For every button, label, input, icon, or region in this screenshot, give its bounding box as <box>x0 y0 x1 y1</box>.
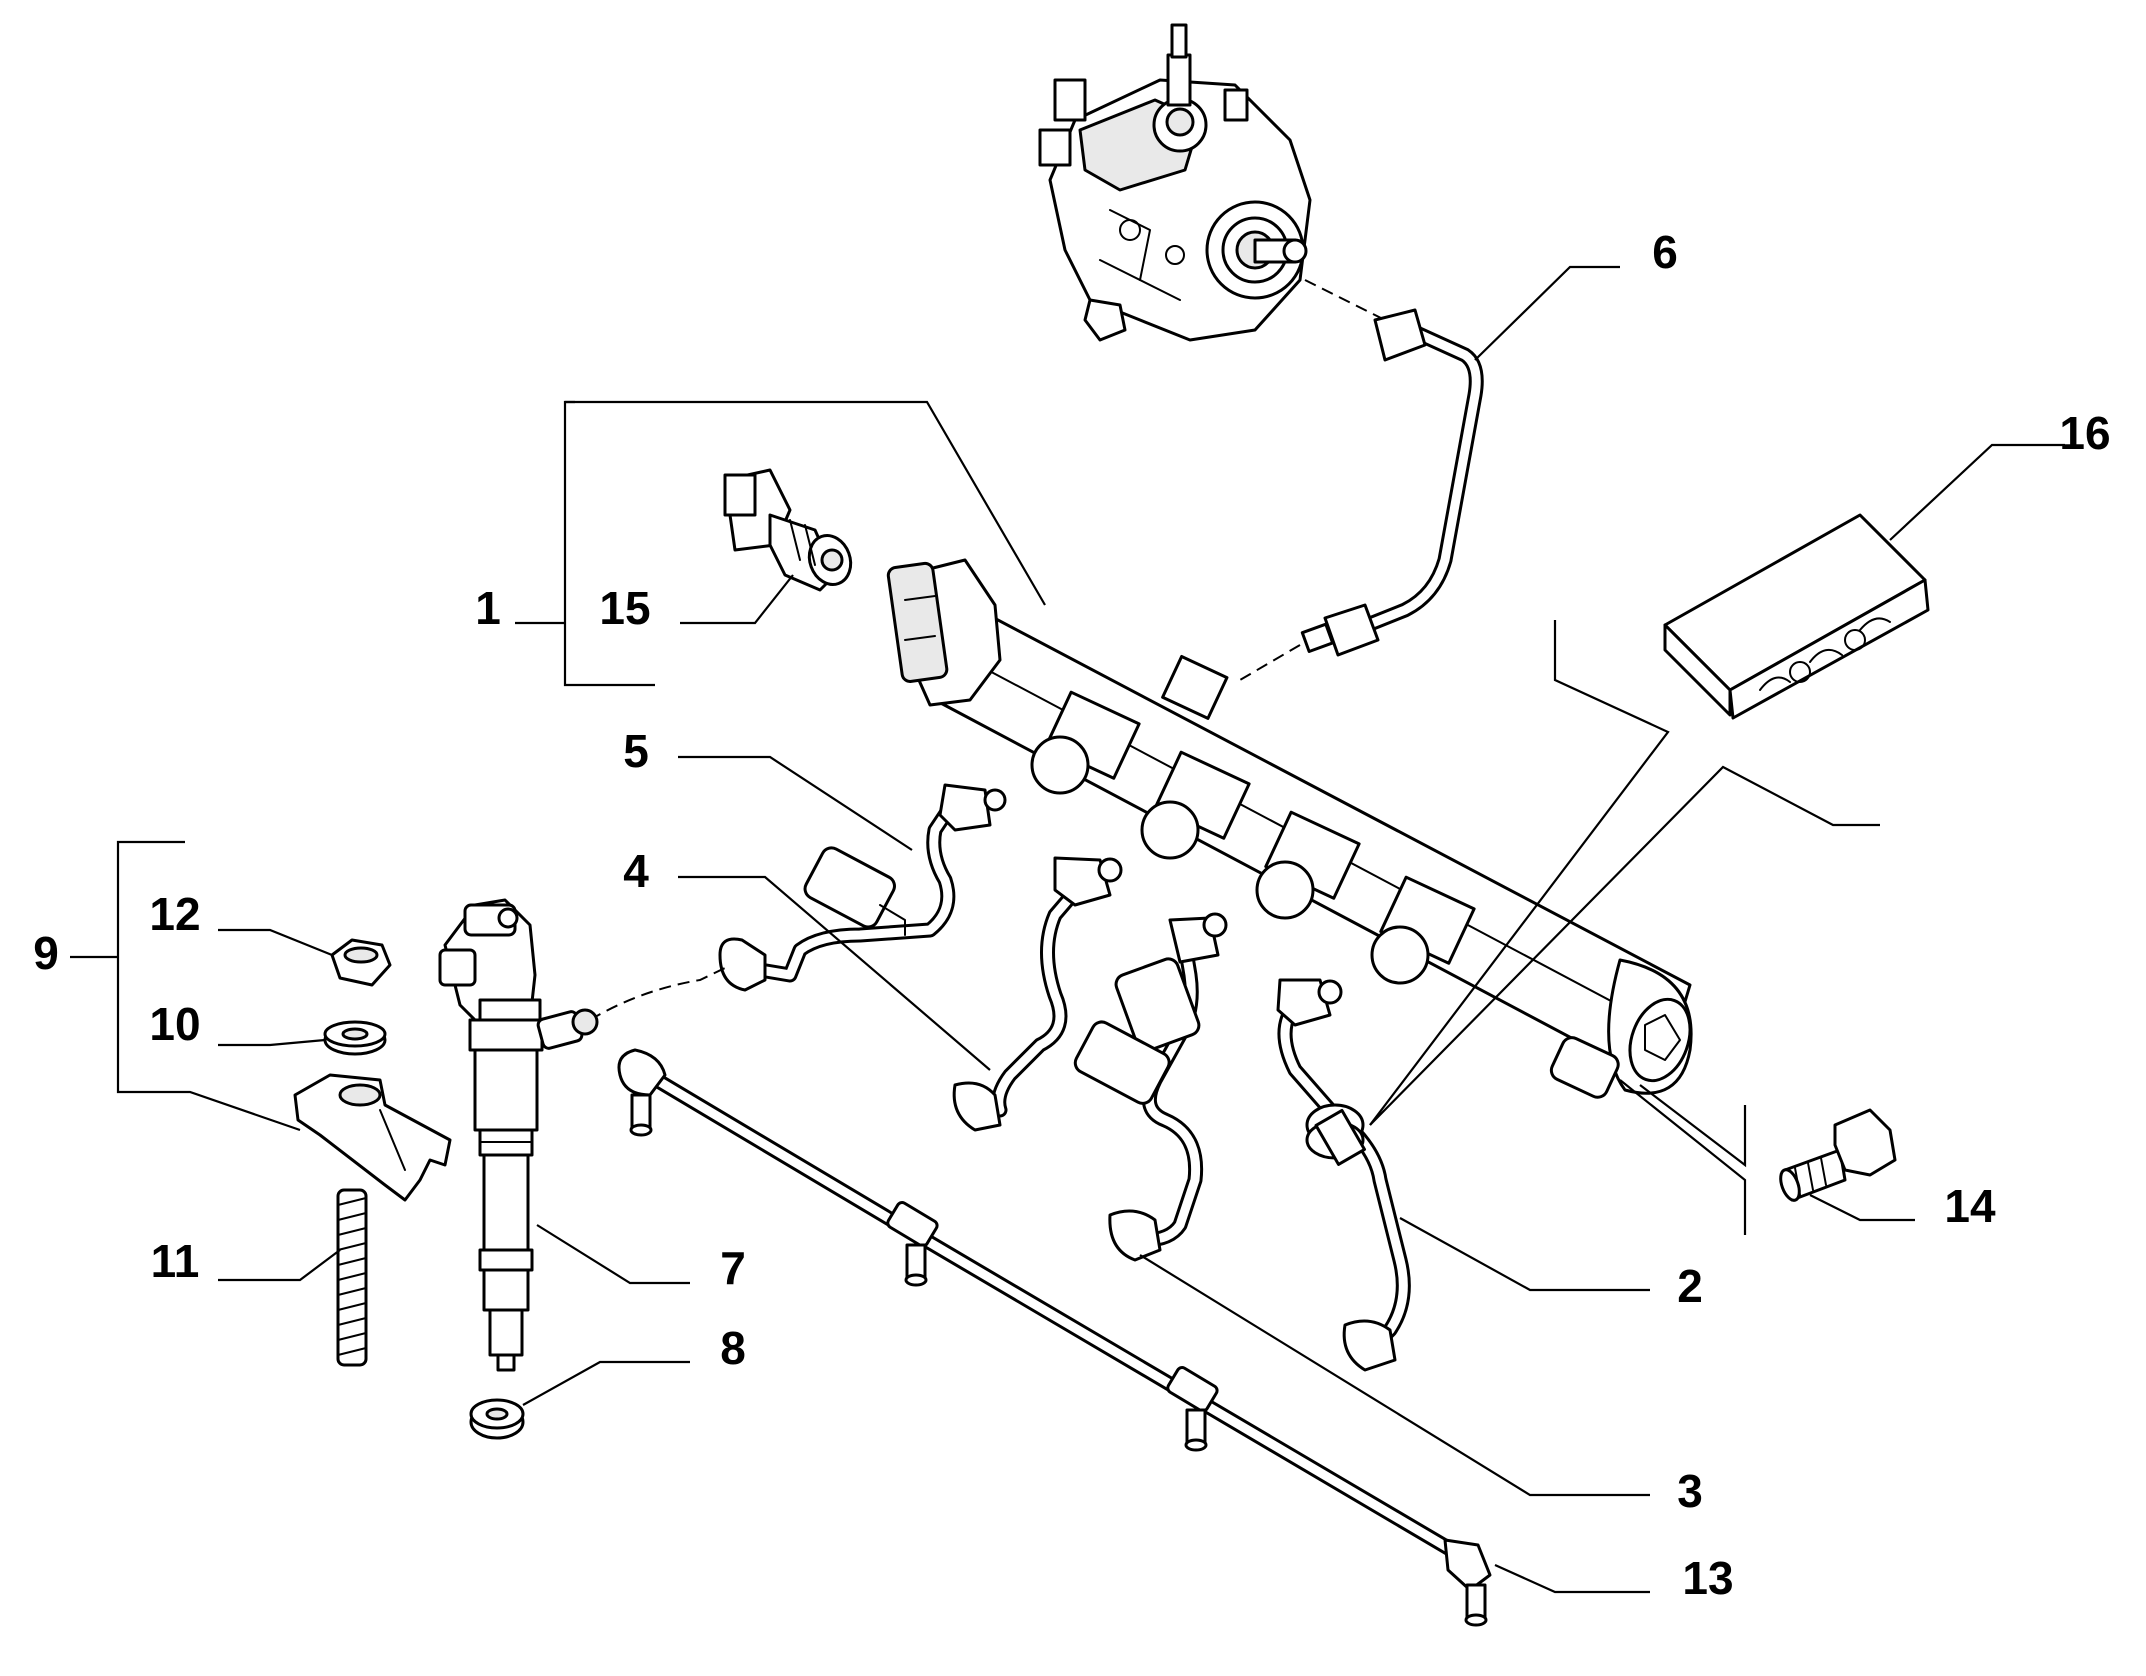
leader-7 <box>536 1224 690 1285</box>
callout-9: 9 <box>33 927 59 979</box>
leader-1-rail <box>565 400 1046 606</box>
leader-11 <box>218 1249 341 1282</box>
stud-11 <box>336 1188 368 1367</box>
leader-15 <box>680 574 794 625</box>
callout-labels: 1 2 3 4 5 6 7 8 9 10 11 12 13 14 15 16 <box>33 226 2110 1604</box>
injector-pipe-2 <box>1276 978 1411 1372</box>
leader-3 <box>1139 1254 1650 1497</box>
callout-6: 6 <box>1652 226 1678 278</box>
injector-7 <box>438 898 599 1372</box>
leader-5 <box>678 755 913 851</box>
nut-12 <box>330 938 392 987</box>
callout-2: 2 <box>1677 1260 1703 1312</box>
rail-outlet-3 <box>1255 810 1361 920</box>
leader-16 <box>1889 443 2065 541</box>
pipe-to-rail-dash <box>1239 644 1301 681</box>
high-pressure-pipe-6 <box>1300 308 1484 657</box>
leader-13 <box>1494 1563 1650 1594</box>
leader-2 <box>1399 1217 1650 1292</box>
injector-pipe-4 <box>952 856 1228 1262</box>
callout-5: 5 <box>623 725 649 777</box>
leader-rail-bracket-b <box>1619 1079 1747 1235</box>
high-pressure-pump <box>1038 23 1312 342</box>
bolt-14 <box>1779 1108 1897 1202</box>
rail-pressure-sensor-15 <box>723 468 853 592</box>
injector-clamp-bracket <box>293 1073 452 1202</box>
leader-2-a <box>1369 620 1670 1126</box>
injector-washer-8 <box>469 1398 525 1440</box>
leader-14 <box>1809 1194 1915 1222</box>
leader-rail-bracket <box>1639 1084 1747 1168</box>
pump-to-pipe-dash <box>1304 279 1386 321</box>
injector-to-pipe-dash <box>589 967 726 1021</box>
callout-12: 12 <box>149 888 200 940</box>
leak-off-pipe-13 <box>617 1048 1492 1627</box>
callout-13: 13 <box>1682 1552 1733 1604</box>
leader-10 <box>218 1038 326 1047</box>
injector-pipe-5 <box>718 783 1007 992</box>
callout-8: 8 <box>720 1322 746 1374</box>
callout-4: 4 <box>623 845 649 897</box>
ecu-16 <box>1663 513 1930 720</box>
fuel-rail <box>886 558 1693 1099</box>
washer-10 <box>323 1020 387 1056</box>
callout-16: 16 <box>2059 407 2110 459</box>
rail-outlet-2 <box>1140 750 1251 860</box>
leader-8 <box>522 1360 690 1406</box>
leader-4 <box>678 875 991 1071</box>
leader-6 <box>1474 265 1620 361</box>
callout-1: 1 <box>475 582 501 634</box>
leader-9 <box>116 840 301 1132</box>
rail-outlet-1 <box>1030 690 1141 795</box>
leader-lines <box>70 265 2065 1594</box>
callout-11: 11 <box>151 1235 200 1287</box>
leader-1-bracket <box>563 400 655 687</box>
leader-2-b <box>1369 765 1880 1126</box>
leader-12 <box>218 928 333 957</box>
callout-15: 15 <box>599 582 650 634</box>
callout-3: 3 <box>1677 1465 1703 1517</box>
callout-7: 7 <box>720 1242 746 1294</box>
callout-14: 14 <box>1944 1180 1996 1232</box>
callout-10: 10 <box>149 998 200 1050</box>
rail-outlet-4 <box>1370 875 1476 985</box>
